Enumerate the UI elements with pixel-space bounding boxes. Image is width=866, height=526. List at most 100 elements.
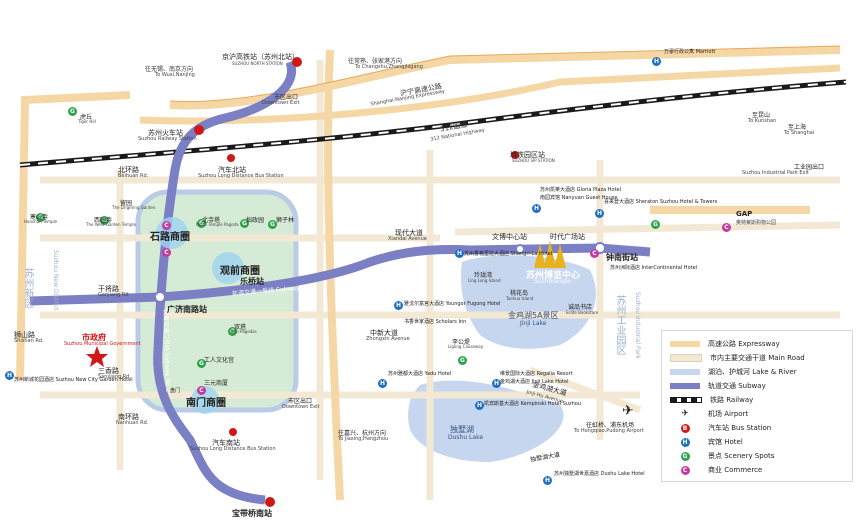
label-shilu-business: 石路商圈 bbox=[150, 232, 190, 243]
label-south-bus-en: Suzhou Long Distance Bus Station bbox=[190, 446, 276, 452]
subway-line-1 bbox=[29, 243, 651, 306]
hotel-dot: H bbox=[492, 379, 501, 388]
label-zhongxin: 中新大道 bbox=[370, 329, 398, 337]
label-baodaiqiao: 宝带桥南站 bbox=[232, 509, 272, 518]
label-guanqian-business: 观前商圈 bbox=[220, 266, 260, 277]
legend-railway-label: 铁路 Railway bbox=[710, 396, 754, 404]
scenic-icon: G bbox=[268, 211, 277, 230]
hotel-label: 书香世家酒店 Scholars Inn bbox=[404, 319, 467, 325]
hotel-dot: H bbox=[5, 371, 14, 380]
label-north-bus-en: Suzhou Long Distance Bus Station bbox=[198, 173, 284, 179]
legend-airport-label: 机场 Airport bbox=[708, 410, 749, 418]
hotel-legend-icon: H bbox=[680, 438, 690, 447]
airport-icon: ✈ bbox=[681, 409, 689, 419]
hotel-icon: H bbox=[532, 195, 541, 214]
label-dushu-lake: 独墅湖 bbox=[450, 425, 474, 434]
scenic-icon: G bbox=[651, 211, 660, 230]
label-sanxiang-en: Sanxiang Rd. bbox=[98, 374, 131, 380]
legend-main-road-label: 市内主要交通干道 Main Road bbox=[710, 354, 805, 362]
label-shishan: 狮山路 bbox=[14, 331, 35, 339]
legend-hotel-label: 宾馆 Hotel bbox=[708, 438, 743, 446]
label-hanshan-en: Hanshan Temple bbox=[24, 219, 58, 224]
scenic-dot: G bbox=[100, 216, 109, 225]
commerce-dot: C bbox=[162, 221, 171, 230]
label-jinji-lake: 金鸡湖5A景区 bbox=[508, 311, 559, 320]
label-gap: GAP bbox=[736, 210, 753, 218]
label-expo: 苏州博览中心 bbox=[526, 271, 581, 281]
label-xiandai-en: Xiandai Avenue bbox=[388, 236, 427, 242]
scenic-dot: G bbox=[458, 356, 467, 365]
scenic-dot: G bbox=[197, 359, 206, 368]
label-xiandai: 现代大道 bbox=[395, 229, 423, 237]
scenic-icon: G bbox=[100, 207, 109, 226]
legend-railway: 铁路 Railway bbox=[670, 393, 753, 407]
commerce-icon: C bbox=[162, 212, 171, 231]
dushu-lake bbox=[408, 380, 564, 462]
label-downtown-exit-n: 市区出口 bbox=[274, 94, 299, 101]
hotel-icon: H bbox=[475, 392, 484, 411]
scenic-dot: G bbox=[268, 220, 277, 229]
scenic-dot: G bbox=[36, 213, 45, 222]
hotel-label: 苏州新城花园酒店 Suzhou New City Garden Hotel bbox=[14, 377, 133, 383]
label-ligongdi: 李公堤 bbox=[452, 339, 471, 346]
scenic-icon: G bbox=[197, 350, 206, 369]
label-north-bus: 汽车北站 bbox=[218, 166, 246, 174]
hotel-label: 喜来登大酒店 Sheraton Suzhou Hotel & Towers bbox=[604, 199, 718, 205]
hotel-dot: H bbox=[394, 301, 403, 310]
label-to-hongqiao-en: To Hongqiao,Pudong Airport bbox=[574, 428, 644, 434]
hotel-icon: H bbox=[5, 362, 14, 381]
label-to-kunshan: 至昆山 bbox=[752, 112, 771, 119]
label-rail-station: 苏州火车站 bbox=[148, 129, 183, 137]
hotel-dot: H bbox=[455, 249, 464, 258]
label-lion: 狮子林 bbox=[276, 217, 295, 224]
scenic-icon: G bbox=[68, 107, 77, 116]
bus-icon-north-bus bbox=[227, 154, 235, 162]
label-new-district-en: Suzhou New District bbox=[52, 250, 59, 311]
label-to-hongqiao: 往虹桥、浦东机场 bbox=[586, 422, 635, 429]
bus-icon-sip-station bbox=[511, 151, 519, 159]
guanqian-business-area bbox=[212, 252, 244, 284]
bus-icon-baodaiqiao bbox=[265, 497, 275, 507]
hotel-dot: H bbox=[378, 379, 387, 388]
lake-swatch bbox=[670, 369, 700, 375]
legend-expressway-label: 高速公路 Expressway bbox=[708, 340, 780, 348]
label-west-garden-en: The West Garden Temple bbox=[86, 222, 136, 227]
hotel-label: 维景国际大酒店 Regalia Resort bbox=[500, 371, 573, 377]
subway-swatch bbox=[670, 383, 700, 389]
label-tiger-hill: 虎丘 bbox=[80, 114, 93, 121]
label-culture-palace: 工人文化宫 bbox=[204, 357, 235, 364]
label-rail-station-en: Suzhou Railway Station bbox=[138, 136, 197, 142]
expressway-swatch bbox=[670, 341, 700, 347]
label-north-pagoda-en: North Temple Pagoda bbox=[196, 222, 239, 227]
hotel-label: 南园宾馆 Nanyuan Guest House bbox=[540, 195, 618, 201]
label-guangji-south: 广济南路站 bbox=[167, 305, 207, 314]
label-eslite: 诚品书店 bbox=[568, 304, 593, 311]
label-sip-station-en: SUZHOU SIP STATION bbox=[512, 158, 555, 163]
label-expo-en: SuzhouExpo bbox=[534, 278, 571, 285]
commerce-dot: C bbox=[722, 223, 731, 232]
legend-lake: 湖泊、护城河 Lake & River bbox=[670, 365, 797, 379]
hotel-label: 雅戈尔富宫大酒店 Youngor Fugong Hotel bbox=[404, 301, 501, 307]
hotel-dot: H bbox=[652, 57, 661, 66]
commerce-dot: C bbox=[590, 249, 599, 258]
expressways bbox=[16, 46, 841, 501]
label-lingering-en: The Lingering Garden bbox=[112, 205, 156, 210]
label-hanshan: 寒山寺 bbox=[30, 214, 49, 221]
scenic-icon: G bbox=[228, 318, 237, 337]
label-twin-pagoda-en: Twin Pagodas bbox=[230, 329, 257, 334]
main-road-swatch bbox=[670, 354, 702, 362]
legend-subway-label: 轨道交通 Subway bbox=[708, 382, 766, 390]
legend-airport: ✈ 机场 Airport bbox=[670, 407, 748, 421]
commerce-icon: C bbox=[162, 239, 171, 258]
label-sip-station: 城铁园区站 bbox=[510, 151, 545, 159]
hotel-label: 金鸡湖大酒店 Jinji Lake Hotel bbox=[500, 379, 569, 385]
label-eslite-en: Eslite Bookstore bbox=[566, 310, 599, 315]
hotel-label: 苏州香格里拉大酒店 Shangri-La Hotel bbox=[464, 251, 553, 257]
scenic-legend-icon: G bbox=[670, 451, 700, 461]
label-to-kunshan-en: To Kunshan bbox=[748, 118, 777, 124]
hotel-icon: H bbox=[595, 200, 604, 219]
label-industrial-exit-en: Suzhou Industrial Park Exit bbox=[742, 170, 809, 176]
label-lingering: 留园 bbox=[120, 200, 133, 207]
gov-star-icon bbox=[86, 346, 108, 367]
label-taohua: 桃花岛 bbox=[510, 290, 529, 297]
